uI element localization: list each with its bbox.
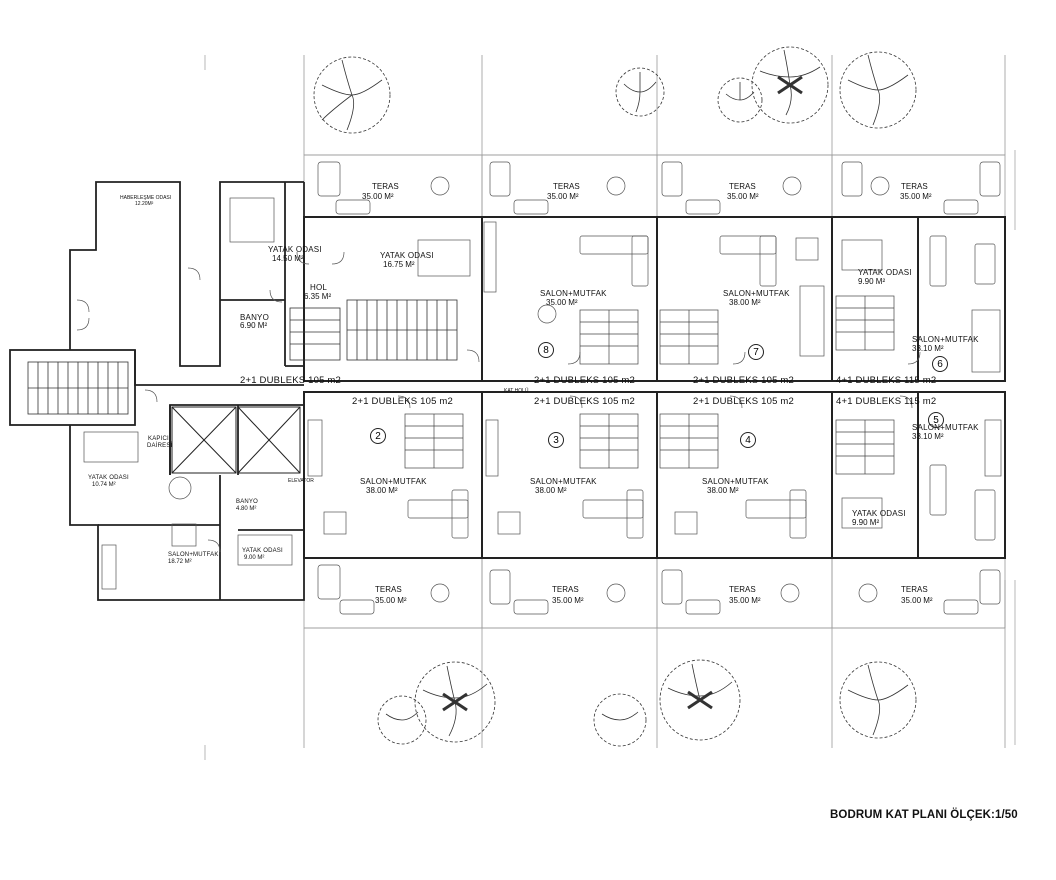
terrace-bottom-4-area: 35.00 M² xyxy=(901,596,933,605)
terraces-top xyxy=(303,154,1006,218)
elevator-shafts xyxy=(171,406,301,474)
center-stair xyxy=(289,299,458,361)
unit-number-5: 5 xyxy=(928,412,944,428)
unit-label-4: 2+1 DUBLEKS 105 m2 xyxy=(693,396,795,407)
garden-grid-top xyxy=(303,55,1006,156)
terrace-top-1-area: 35.00 M² xyxy=(362,192,394,201)
bedroom-5-label: YATAK ODASI xyxy=(852,509,906,518)
left-wing-walls xyxy=(9,181,305,601)
salon-4-label: SALON+MUTFAK xyxy=(702,477,769,486)
unit-label-5: 4+1 DUBLEKS 115 m2 xyxy=(836,396,937,407)
furniture xyxy=(83,161,1002,615)
elevator-label: ELEVATOR xyxy=(288,478,314,484)
terrace-bottom-1-label: TERAS xyxy=(375,585,402,594)
terrace-bottom-3-label: TERAS xyxy=(729,585,756,594)
salon-2-area: 38.00 M² xyxy=(366,486,398,495)
terrace-top-3-label: TERAS xyxy=(729,182,756,191)
terrace-top-4-label: TERAS xyxy=(901,182,928,191)
bedroom-1450-area: 14.50 M² xyxy=(272,254,304,263)
bedroom-1450-label: YATAK ODASI xyxy=(268,245,322,254)
salon-5-area: 33.10 M² xyxy=(912,432,944,441)
salon-4-area: 38.00 M² xyxy=(707,486,739,495)
plan-title: BODRUM KAT PLANI ÖLÇEK:1/50 xyxy=(830,809,1018,821)
hol-area: 6.35 M² xyxy=(304,292,332,301)
unit-label-top-left: 2+1 DUBLEKS 105 m2 xyxy=(240,375,342,386)
salon-6-area: 33.10 M² xyxy=(912,344,944,353)
bedroom-1675-label: YATAK ODASI xyxy=(380,251,434,260)
banyo-label: BANYO xyxy=(240,313,270,322)
salon-kapici-label: SALON+MUTFAK xyxy=(168,552,219,558)
terrace-top-2-area: 35.00 M² xyxy=(547,192,579,201)
unit-label-2: 2+1 DUBLEKS 105 m2 xyxy=(352,396,454,407)
haberlesme-label: HABERLEŞME ODASI xyxy=(120,195,172,201)
banyo2-label: BANYO xyxy=(236,499,259,505)
salon-7-label: SALON+MUTFAK xyxy=(723,289,790,298)
terraces-bottom xyxy=(303,557,1006,629)
terrace-bottom-2-area: 35.00 M² xyxy=(552,596,584,605)
unit-number-6: 6 xyxy=(932,356,948,372)
trees-bottom xyxy=(377,659,917,747)
salon-kapici-area: 18.72 M² xyxy=(168,559,192,565)
terrace-bottom-2-label: TERAS xyxy=(552,585,579,594)
terrace-bottom-3-area: 35.00 M² xyxy=(729,596,761,605)
unit-label-7: 2+1 DUBLEKS 105 m2 xyxy=(693,375,795,386)
unit-label-6: 4+1 DUBLEKS 115 m2 xyxy=(836,375,937,386)
salon-3-area: 38.00 M² xyxy=(535,486,567,495)
terrace-top-1-label: TERAS xyxy=(372,182,399,191)
unit-number-3: 3 xyxy=(548,432,564,448)
banyo-area: 6.90 M² xyxy=(240,321,268,330)
marker-lines xyxy=(204,55,1016,760)
unit-label-8: 2+1 DUBLEKS 105 m2 xyxy=(534,375,636,386)
hol-label: HOL xyxy=(310,283,328,292)
unit-label-3: 2+1 DUBLEKS 105 m2 xyxy=(534,396,636,407)
unit-number-8: 8 xyxy=(538,342,554,358)
terrace-top-2-label: TERAS xyxy=(553,182,580,191)
salon-6-label: SALON+MUTFAK xyxy=(912,335,979,344)
salon-5-label: SALON+MUTFAK xyxy=(912,423,979,432)
bedroom-5-area: 9.90 M² xyxy=(852,518,880,527)
salon-7-area: 38.00 M² xyxy=(729,298,761,307)
unit-stairs xyxy=(404,295,895,475)
door-swings xyxy=(76,251,921,553)
salon-3-label: SALON+MUTFAK xyxy=(530,477,597,486)
bedroom-900-label: YATAK ODASI xyxy=(242,548,283,554)
unit-number-7: 7 xyxy=(748,344,764,360)
haberlesme-area: 12.20M² xyxy=(135,201,154,207)
banyo2-area: 4.80 M² xyxy=(236,506,257,512)
bedroom-6-label: YATAK ODASI xyxy=(858,268,912,277)
salon-2-label: SALON+MUTFAK xyxy=(360,477,427,486)
trees-top xyxy=(313,46,917,134)
terrace-top-3-area: 35.00 M² xyxy=(727,192,759,201)
bedroom-1675-area: 16.75 M² xyxy=(383,260,415,269)
bedroom-1074-label: YATAK ODASI xyxy=(88,475,129,481)
terrace-bottom-4-label: TERAS xyxy=(901,585,928,594)
kat-holu-label: KAT HOLÜ xyxy=(504,388,529,394)
terrace-bottom-1-area: 35.00 M² xyxy=(375,596,407,605)
bedroom-1074-area: 10.74 M² xyxy=(92,482,116,488)
unit-number-4: 4 xyxy=(740,432,756,448)
bedroom-900-area: 9.00 M² xyxy=(244,555,265,561)
left-stair xyxy=(27,361,129,415)
bedroom-6-area: 9.90 M² xyxy=(858,277,886,286)
dairesi-label: DAİRESİ xyxy=(147,443,173,449)
kapici-label: KAPICI xyxy=(148,436,169,442)
unit-number-2: 2 xyxy=(370,428,386,444)
terrace-top-4-area: 35.00 M² xyxy=(900,192,932,201)
salon-8-label: SALON+MUTFAK xyxy=(540,289,607,298)
salon-8-area: 35.00 M² xyxy=(546,298,578,307)
garden-grid-bottom xyxy=(303,627,1006,748)
